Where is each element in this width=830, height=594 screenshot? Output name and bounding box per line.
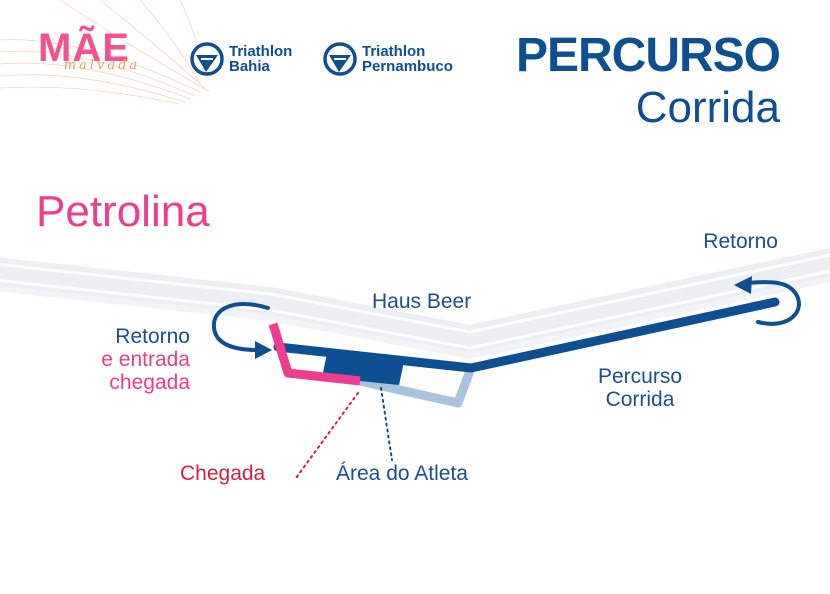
- right-u-turn-arrow-icon: [734, 276, 801, 326]
- transition-route: [359, 366, 476, 408]
- percurso-line-2: Corrida: [605, 388, 675, 411]
- page-title: PERCURSO: [515, 29, 781, 82]
- triathlon-logo-icon: [190, 42, 224, 76]
- city-name: Petrolina: [36, 187, 210, 236]
- logo-decoration: [0, 0, 211, 105]
- logo-line-1: Triathlon: [362, 43, 426, 60]
- event-logo-subtitle: malvada: [63, 58, 141, 73]
- chegada-pointer-line: [295, 392, 359, 479]
- logo-line-2: Pernambuco: [362, 58, 453, 75]
- event-logo-title: MÃE: [38, 26, 130, 70]
- page-subtitle: Corrida: [635, 83, 780, 132]
- retorno-left-line-3: chegada: [109, 371, 190, 394]
- retorno-left-line-1: Retorno: [115, 325, 190, 348]
- logo-line-2: Bahia: [229, 58, 270, 75]
- triathlon-pernambuco-logo: Triathlon Pernambuco: [323, 40, 463, 80]
- triathlon-logo-icon: [323, 42, 357, 76]
- area-atleta-label: Área do Atleta: [336, 462, 468, 485]
- logo-line-1: Triathlon: [229, 43, 293, 60]
- left-u-turn-arrow-icon: [211, 302, 272, 359]
- haus-beer-label: Haus Beer: [372, 290, 472, 313]
- percurso-corrida-label: Percurso Corrida: [580, 365, 700, 411]
- triathlon-bahia-logo: Triathlon Bahia: [190, 40, 305, 80]
- finish-route: [268, 322, 361, 386]
- event-logo: MÃE malvada: [38, 26, 168, 76]
- retorno-right-label: Retorno: [703, 230, 778, 253]
- area-atleta-pointer-line: [380, 387, 393, 461]
- retorno-left-label: Retorno e entrada chegada: [60, 325, 190, 394]
- chegada-label: Chegada: [180, 462, 266, 485]
- road: [0, 247, 830, 360]
- retorno-left-line-2: e entrada: [101, 348, 190, 371]
- percurso-line-1: Percurso: [597, 365, 683, 388]
